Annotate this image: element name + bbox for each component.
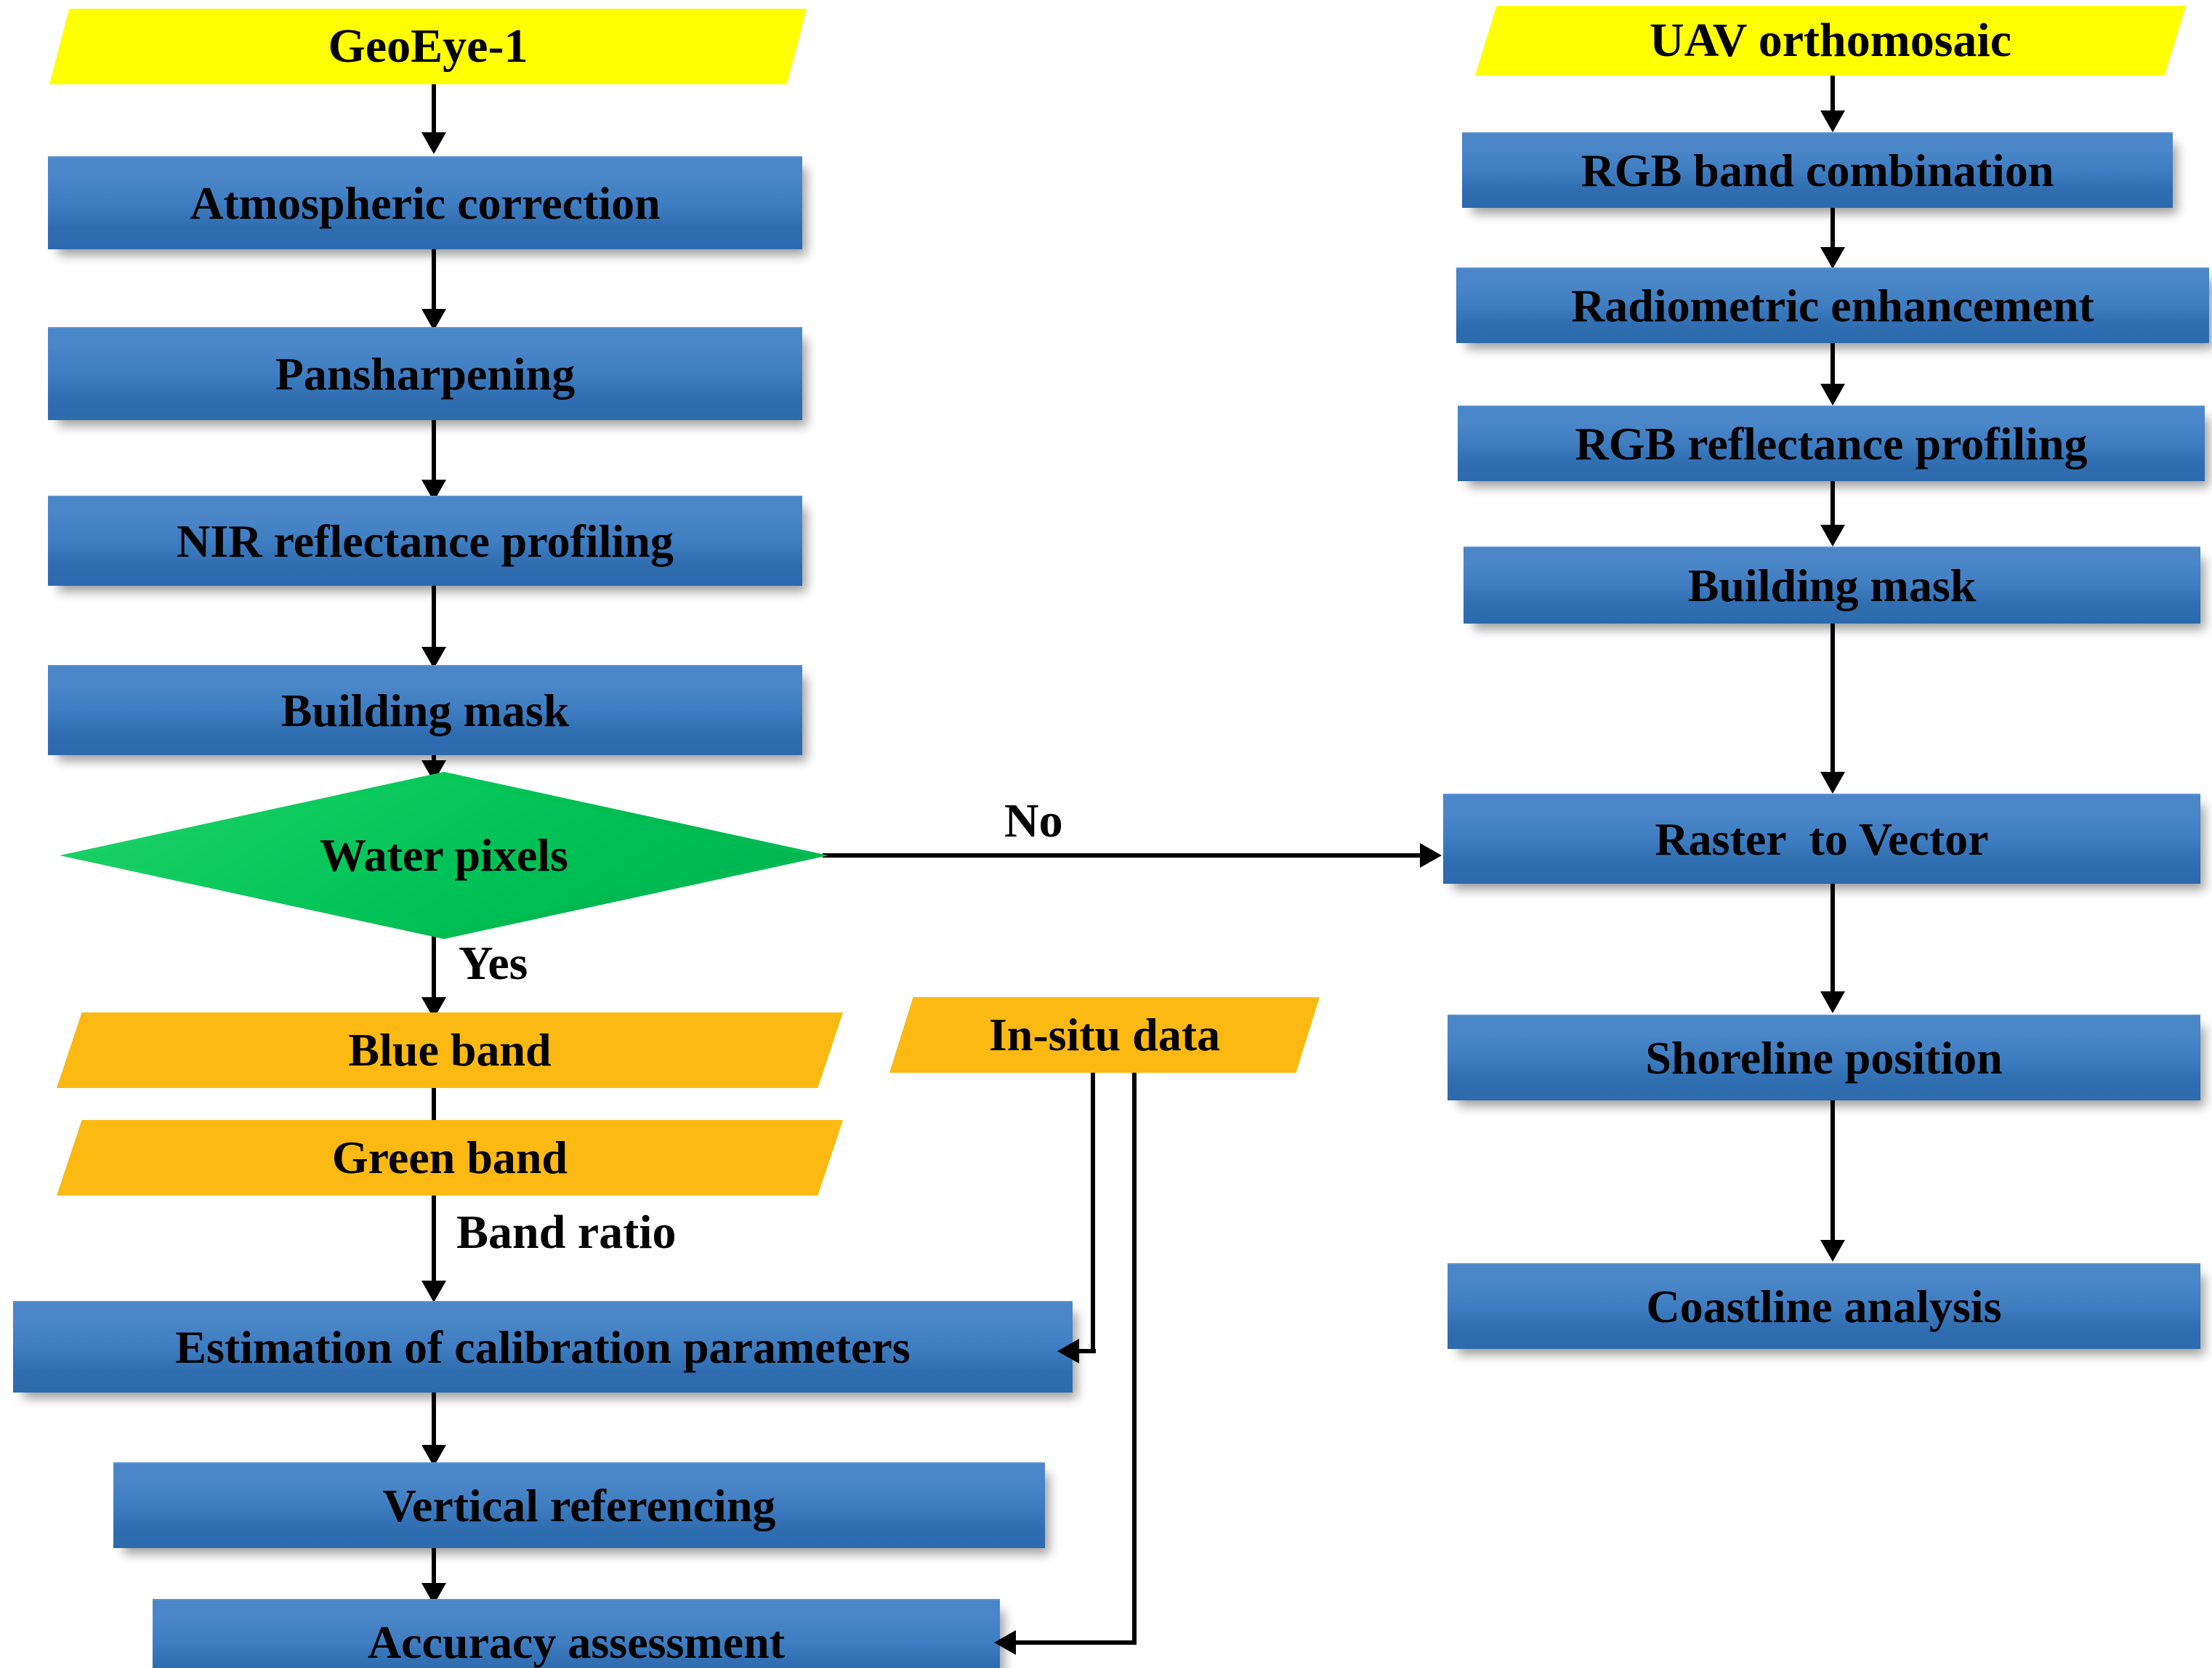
connector-line-insitu-to-estimation [1078, 1349, 1096, 1353]
connector-line [432, 249, 436, 313]
node-label: Shoreline position [1645, 1032, 2003, 1084]
node-water-pixels-decision[interactable]: Water pixels [60, 772, 828, 939]
node-pansharpening[interactable]: Pansharpening [48, 327, 802, 420]
connector-line [432, 1088, 436, 1121]
connector-arrowhead [421, 132, 446, 154]
connector-arrowhead [1820, 525, 1845, 547]
connector-line-insitu-to-estimation [1091, 1073, 1095, 1351]
node-estimation-of-calibration-parameters[interactable]: Estimation of calibration parameters [13, 1301, 1073, 1393]
node-raster-to-vector[interactable]: Raster to Vector [1443, 794, 2200, 884]
connector-line [432, 586, 436, 651]
connector-arrowhead-no [1420, 843, 1442, 868]
node-radiometric-enhancement[interactable]: Radiometric enhancement [1456, 267, 2209, 343]
node-label: Coastline analysis [1646, 1281, 2002, 1332]
node-label: Atmospheric correction [190, 177, 661, 229]
node-label: Green band [331, 1132, 568, 1183]
node-accuracy-assessment[interactable]: Accuracy assessment [153, 1599, 1000, 1668]
connector-arrowhead-insitu-to-estimation [1057, 1339, 1079, 1363]
connector-line [1830, 76, 1835, 115]
node-label: In-situ data [988, 1009, 1221, 1060]
node-vertical-referencing[interactable]: Vertical referencing [113, 1462, 1045, 1548]
node-label: GeoEye-1 [328, 20, 528, 73]
connector-line [1830, 343, 1835, 388]
connector-arrowhead [1820, 384, 1845, 406]
edge-label-yes: Yes [459, 937, 528, 990]
connector-arrowhead [1820, 1240, 1845, 1262]
connector-line [432, 84, 436, 137]
connector-line [1830, 208, 1835, 253]
edge-label-band-ratio: Band ratio [456, 1206, 677, 1259]
connector-arrowhead-insitu-to-accuracy [994, 1630, 1016, 1655]
node-building-mask-left[interactable]: Building mask [48, 665, 802, 755]
connector-line [432, 420, 436, 484]
connector-line-insitu-to-accuracy [1014, 1640, 1137, 1645]
node-label: Radiometric enhancement [1571, 280, 2094, 331]
connector-line-band-ratio [432, 1196, 436, 1286]
connector-arrowhead [1820, 772, 1845, 794]
node-coastline-analysis[interactable]: Coastline analysis [1448, 1263, 2200, 1349]
node-green-band[interactable]: Green band [57, 1120, 843, 1196]
connector-line [1830, 624, 1835, 778]
connector-line [432, 1393, 436, 1449]
node-label: Accuracy assessment [367, 1616, 786, 1668]
connector-arrowhead [1820, 247, 1845, 269]
node-in-situ-data[interactable]: In-situ data [889, 997, 1320, 1073]
node-label: RGB reflectance profiling [1575, 418, 2088, 470]
connector-line [1830, 1100, 1835, 1246]
node-label: Building mask [1687, 560, 1977, 611]
node-rgb-band-combination[interactable]: RGB band combination [1462, 132, 2173, 208]
node-label: UAV orthomosaic [1649, 14, 2012, 67]
node-label: Building mask [280, 685, 570, 736]
connector-line [1830, 481, 1835, 529]
node-label: Water pixels [320, 829, 568, 881]
connector-arrowhead [1820, 991, 1845, 1013]
node-atmospheric-correction[interactable]: Atmospheric correction [48, 156, 802, 249]
connector-line [432, 1548, 436, 1589]
edge-label-no: No [1004, 794, 1063, 847]
connector-line-insitu-to-accuracy [1132, 1073, 1137, 1645]
connector-arrowhead [1820, 110, 1845, 132]
node-label: RGB band combination [1581, 145, 2054, 196]
connector-line-no [823, 853, 1424, 858]
node-label: NIR reflectance profiling [177, 515, 674, 567]
connector-line-yes [432, 936, 436, 1002]
node-building-mask-right[interactable]: Building mask [1464, 547, 2200, 624]
node-label: Raster to Vector [1655, 813, 1989, 865]
node-label: Estimation of calibration parameters [175, 1321, 911, 1373]
node-shoreline-position[interactable]: Shoreline position [1448, 1015, 2200, 1100]
node-uav-orthomosaic[interactable]: UAV orthomosaic [1475, 6, 2186, 76]
node-geoeye-1[interactable]: GeoEye-1 [49, 9, 807, 84]
node-label: Vertical referencing [382, 1480, 776, 1531]
node-rgb-reflectance-profiling[interactable]: RGB reflectance profiling [1458, 406, 2205, 481]
node-label: Pansharpening [275, 348, 576, 400]
node-blue-band[interactable]: Blue band [57, 1012, 843, 1088]
connector-arrowhead-band-ratio [421, 1281, 446, 1302]
node-label: Blue band [348, 1024, 552, 1076]
connector-line [1830, 884, 1835, 997]
node-nir-reflectance-profiling[interactable]: NIR reflectance profiling [48, 496, 802, 586]
